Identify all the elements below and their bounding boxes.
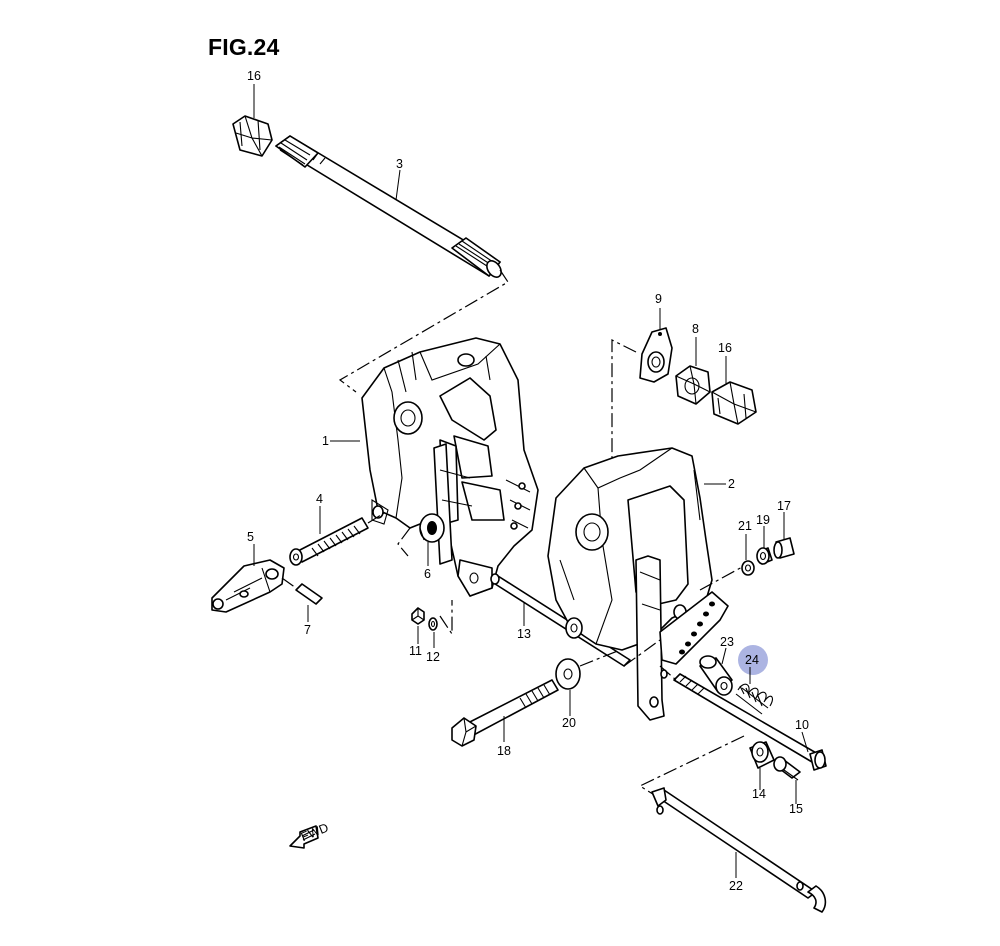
dash-stud (367, 512, 385, 524)
part-14-spacer (749, 741, 775, 769)
fwd-label: FWD (299, 820, 331, 844)
part-4-stud (289, 517, 369, 566)
part-19-collar (756, 547, 773, 565)
callout-8: 8 (692, 322, 699, 336)
callout-3: 3 (396, 157, 403, 171)
part-15-screw (773, 756, 801, 781)
part-12-washer (428, 617, 438, 631)
callout-17: 17 (777, 499, 791, 513)
part-24-spring (735, 683, 773, 715)
callout-18: 18 (497, 744, 511, 758)
part-23-bushing (699, 655, 733, 696)
dash-13-plate (623, 639, 661, 667)
dash-20 (579, 649, 621, 667)
dash-10 (659, 665, 677, 681)
part-9-tab-washer (639, 327, 673, 383)
callout-16b: 16 (718, 341, 732, 355)
callout-24[interactable]: 24 (745, 653, 759, 667)
callout-13: 13 (517, 627, 531, 641)
leader-10 (801, 731, 809, 753)
callout-5: 5 (247, 530, 254, 544)
part-6-bushing (419, 513, 445, 543)
leader-23 (721, 647, 727, 665)
callout-12: 12 (426, 650, 440, 664)
leader-3 (395, 169, 401, 201)
part-16-nut-top (232, 115, 273, 157)
forward-arrow-icon: FWD (289, 820, 331, 849)
part-10-bolt (673, 673, 827, 771)
callout-9: 9 (655, 292, 662, 306)
callout-15: 15 (789, 802, 803, 816)
part-8-nut (675, 365, 711, 405)
figure-title: FIG.24 (208, 34, 280, 60)
callout-6: 6 (424, 567, 431, 581)
part-7-pin (281, 577, 323, 605)
callout-22: 22 (729, 879, 743, 893)
callout-4: 4 (316, 492, 323, 506)
callout-10: 10 (795, 718, 809, 732)
part-21-washer (741, 560, 755, 576)
callout-1: 1 (322, 434, 329, 448)
callout-20: 20 (562, 716, 576, 730)
callout-16a: 16 (247, 69, 261, 83)
part-11-nut (411, 607, 425, 625)
part-3-shaft (275, 135, 502, 278)
callout-2: 2 (728, 477, 735, 491)
callout-19: 19 (756, 513, 770, 527)
small-ring (660, 669, 668, 679)
part-5-tilt-lever (211, 559, 285, 613)
dash-11-12 (439, 600, 453, 636)
dash-to-21 (699, 565, 745, 591)
highlight-circle-24[interactable] (738, 645, 768, 675)
callout-14: 14 (752, 787, 766, 801)
callout-23: 23 (720, 635, 734, 649)
part-17-bushing (773, 537, 795, 559)
lock-lever-plate (635, 555, 665, 721)
part-16-nut-right (711, 381, 757, 425)
callout-11: 11 (409, 644, 422, 658)
part-22-tilt-rod (651, 787, 827, 913)
callout-21: 21 (738, 519, 752, 533)
callout-7: 7 (304, 623, 311, 637)
part-18-bolt (451, 679, 559, 747)
slotted-plate (659, 591, 729, 665)
dash-shaft-to-bracket (338, 269, 509, 393)
dash-6 (397, 527, 411, 557)
part-20-washer (555, 658, 581, 690)
dash-to-22 (638, 735, 745, 797)
